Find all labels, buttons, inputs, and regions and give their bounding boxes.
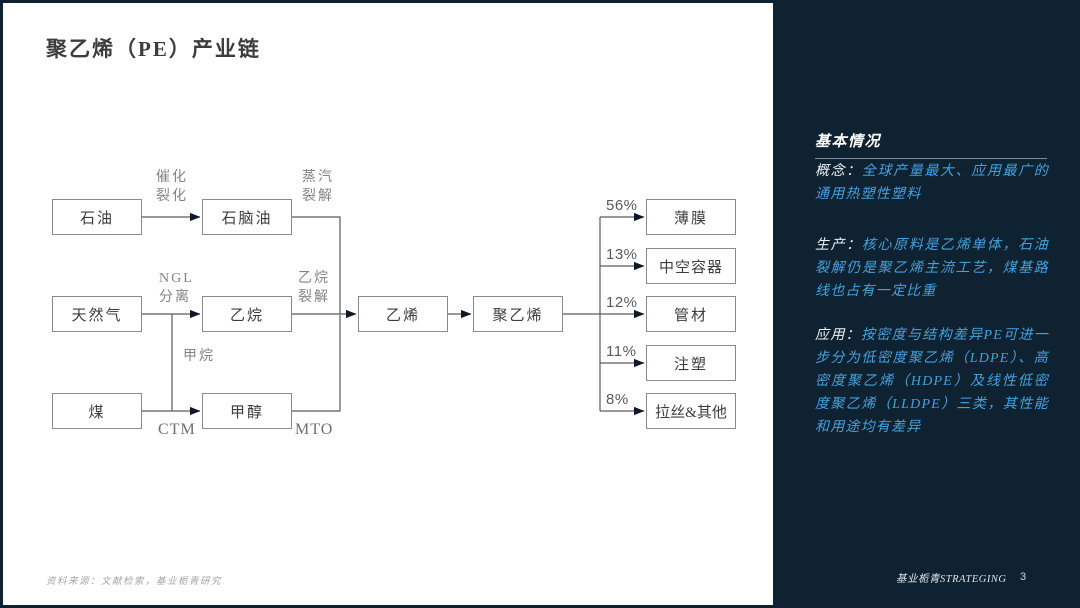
section-label-production: 生产： xyxy=(815,238,862,253)
edge-label-ethane-cracking: 乙烷 裂解 xyxy=(298,271,330,305)
footer-brand: 基业栀青STRATEGING xyxy=(896,574,1007,585)
node-injection-molding: 注塑 xyxy=(646,345,736,381)
sidebar-heading: 基本情况 xyxy=(815,130,1047,159)
node-methanol: 甲醇 xyxy=(202,393,292,429)
slide-body: 聚乙烯（PE）产业链 xyxy=(3,3,773,605)
node-naphtha: 石脑油 xyxy=(202,199,292,235)
page-number: 3 xyxy=(1020,571,1027,583)
flowchart-lines xyxy=(142,212,645,416)
node-ethylene: 乙烯 xyxy=(358,296,448,332)
sidebar-section-concept: 概念：全球产量最大、应用最广的通用热塑性塑料 xyxy=(815,160,1049,206)
edge-label-catalytic-cracking: 催化 裂化 xyxy=(156,170,188,204)
node-hollow-container: 中空容器 xyxy=(646,248,736,284)
page-title: 聚乙烯（PE）产业链 xyxy=(46,37,261,61)
sidebar-section-production: 生产：核心原料是乙烯单体，石油裂解仍是聚乙烯主流工艺，煤基路线也占有一定比重 xyxy=(815,234,1049,303)
node-natural-gas: 天然气 xyxy=(52,296,142,332)
section-text-application: 按密度与结构差异PE可进一步分为低密度聚乙烯（LDPE）、高密度聚乙烯（HDPE… xyxy=(815,328,1049,435)
node-coal: 煤 xyxy=(52,393,142,429)
node-film: 薄膜 xyxy=(646,199,736,235)
node-polyethylene: 聚乙烯 xyxy=(473,296,563,332)
node-petroleum: 石油 xyxy=(52,199,142,235)
section-label-application: 应用： xyxy=(815,328,861,343)
pct-film: 56% xyxy=(606,197,638,214)
node-drawing-other: 拉丝&其他 xyxy=(646,393,736,429)
pct-pipe: 12% xyxy=(606,294,638,311)
pct-drawing-other: 8% xyxy=(606,391,629,408)
edge-label-mto: MTO xyxy=(295,421,334,438)
edge-label-methane: 甲烷 xyxy=(183,349,215,364)
edge-label-steam-cracking: 蒸汽 裂解 xyxy=(302,170,334,204)
sidebar-section-application: 应用：按密度与结构差异PE可进一步分为低密度聚乙烯（LDPE）、高密度聚乙烯（H… xyxy=(815,324,1049,439)
source-note: 资料来源：文献检索，基业栀青研究 xyxy=(46,577,223,587)
pct-injection-molding: 11% xyxy=(606,343,637,360)
edge-label-ctm: CTM xyxy=(158,421,196,438)
edge-label-ngl-separation: NGL 分离 xyxy=(159,271,194,305)
section-text-concept: 全球产量最大、应用最广的通用热塑性塑料 xyxy=(815,164,1049,202)
section-label-concept: 概念： xyxy=(815,164,862,179)
node-pipe: 管材 xyxy=(646,296,736,332)
section-text-production: 核心原料是乙烯单体，石油裂解仍是聚乙烯主流工艺，煤基路线也占有一定比重 xyxy=(815,238,1049,299)
pct-hollow-container: 13% xyxy=(606,246,638,263)
sidebar: 基本情况 概念：全球产量最大、应用最广的通用热塑性塑料 生产：核心原料是乙烯单体… xyxy=(773,0,1080,608)
node-ethane: 乙烷 xyxy=(202,296,292,332)
